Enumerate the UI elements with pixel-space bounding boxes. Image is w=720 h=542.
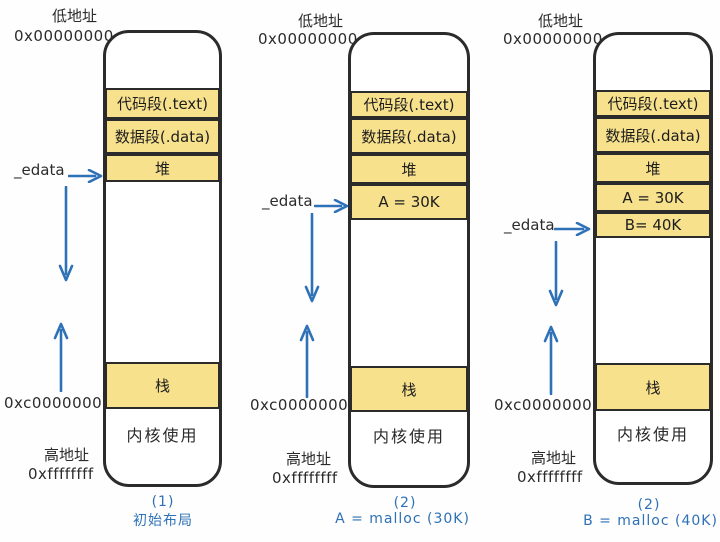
segment-stack: 栈 [350, 366, 468, 412]
stack-grow-up-arrow-icon [299, 324, 315, 398]
high-address-label: 高地址 [44, 446, 90, 464]
low-address-label: 低地址 [52, 7, 98, 25]
caption-text: 初始布局 [133, 513, 193, 529]
boundary-address-value: 0xc0000000 [494, 396, 593, 414]
segment-heap: 堆 [105, 154, 220, 182]
segment-code-text: 代码段(.text) [595, 90, 711, 117]
caption-text: B = malloc (40K) [583, 513, 718, 529]
segment-stack: 栈 [595, 363, 711, 411]
segment-heap: 堆 [350, 154, 468, 184]
low-address-value: 0x00000000 [258, 30, 358, 48]
low-address-label: 低地址 [298, 12, 344, 30]
heap-grow-down-arrow-icon [58, 186, 74, 282]
segment-data: 数据段(.data) [595, 117, 711, 153]
high-address-label: 高地址 [286, 450, 332, 468]
edata-pointer-label: _edata [262, 192, 313, 210]
segment-code-text: 代码段(.text) [350, 91, 468, 118]
boundary-address-value: 0xc0000000 [250, 396, 349, 414]
edata-arrow-icon [314, 199, 350, 213]
segment-stack: 栈 [105, 362, 220, 409]
high-address-label: 高地址 [531, 449, 577, 467]
segment-code-text: 代码段(.text) [105, 88, 220, 119]
low-address-value: 0x00000000 [14, 27, 114, 45]
process-memory-box: 代码段(.text) 数据段(.data) 堆 A = 30K 栈 内核使用 [348, 32, 470, 488]
kernel-area-label: 内核使用 [372, 427, 445, 446]
segment-heap: 堆 [595, 153, 711, 183]
edata-pointer-label: _edata [504, 216, 555, 234]
stack-grow-up-arrow-icon [53, 322, 69, 392]
caption-number: (2) [637, 497, 661, 513]
kernel-area-label: 内核使用 [126, 426, 199, 445]
process-memory-box: 代码段(.text) 数据段(.data) 堆 栈 内核使用 [103, 30, 222, 487]
low-address-value: 0x00000000 [503, 30, 603, 48]
high-address-value: 0xffffffff [28, 465, 94, 483]
boundary-address-value: 0xc0000000 [4, 394, 103, 412]
edata-arrow-icon [554, 222, 592, 236]
process-memory-box: 代码段(.text) 数据段(.data) 堆 A = 30K B= 40K 栈… [593, 32, 713, 485]
stack-grow-up-arrow-icon [543, 325, 559, 395]
segment-alloc-b: B= 40K [595, 212, 711, 238]
caption-text: A = malloc (30K) [335, 511, 470, 527]
edata-pointer-label: _edata [14, 161, 65, 179]
heap-grow-down-arrow-icon [548, 241, 564, 307]
segment-alloc-a: A = 30K [350, 184, 468, 220]
segment-alloc-a: A = 30K [595, 183, 711, 212]
edata-arrow-icon [68, 169, 104, 183]
high-address-value: 0xffffffff [517, 468, 583, 486]
segment-data: 数据段(.data) [350, 118, 468, 154]
caption-number: (2) [393, 495, 417, 511]
heap-grow-down-arrow-icon [304, 213, 320, 303]
low-address-label: 低地址 [538, 12, 584, 30]
segment-data: 数据段(.data) [105, 119, 220, 154]
kernel-area-label: 内核使用 [616, 425, 689, 444]
high-address-value: 0xffffffff [272, 469, 338, 487]
caption-number: (1) [151, 494, 175, 510]
